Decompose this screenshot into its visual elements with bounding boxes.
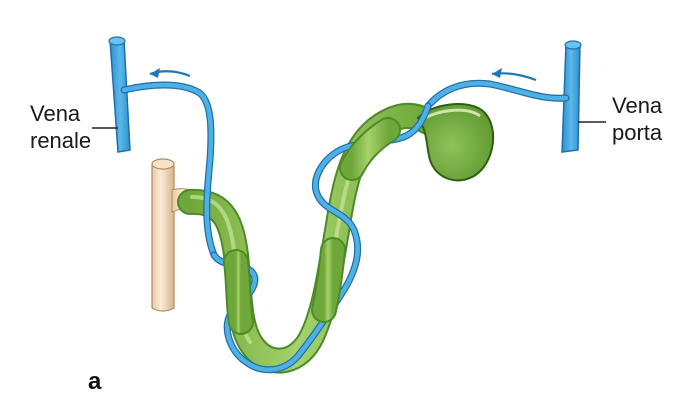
flow-arrow-renal <box>150 68 190 78</box>
beige-tube <box>152 159 200 311</box>
portal-label-line2: porta <box>612 119 662 146</box>
intestine-front-segments <box>236 130 388 322</box>
portal-vein-label: Vena porta <box>612 92 662 146</box>
renal-label-line1: Vena <box>30 100 91 127</box>
portal-label-line1: Vena <box>612 92 662 119</box>
sac-organ <box>418 104 493 180</box>
panel-letter: a <box>88 368 101 396</box>
flow-arrow-portal <box>492 68 536 80</box>
renal-label-line2: renale <box>30 127 91 154</box>
renal-vein-label: Vena renale <box>30 100 91 154</box>
